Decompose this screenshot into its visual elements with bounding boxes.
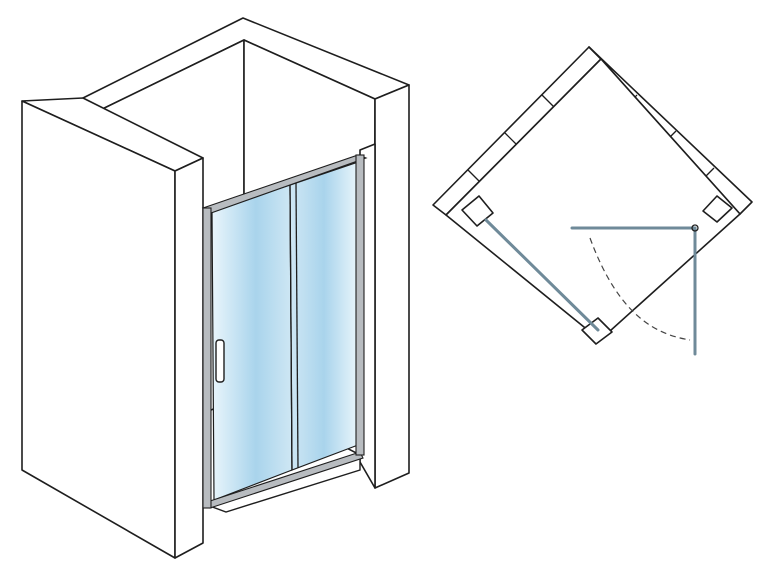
right-wall-face bbox=[374, 84, 410, 489]
left-wall-front-face bbox=[21, 100, 176, 559]
plan-view bbox=[432, 46, 753, 356]
left-wall-side-face bbox=[174, 157, 204, 559]
left-profile bbox=[202, 207, 212, 509]
door-handle-icon[interactable] bbox=[215, 339, 225, 383]
plan-floor bbox=[445, 58, 741, 341]
plan-swing-arc bbox=[589, 237, 691, 341]
hinge-icon bbox=[691, 224, 699, 232]
plan-profile-left bbox=[461, 195, 494, 227]
right-profile bbox=[355, 154, 365, 456]
plan-profile-right bbox=[702, 195, 733, 223]
glass-panel-right bbox=[289, 161, 359, 471]
panel-overlap-line bbox=[289, 184, 293, 471]
perspective-view bbox=[21, 17, 410, 559]
plan-fixed-panel bbox=[484, 218, 600, 332]
panel-overlap-line-2 bbox=[295, 182, 299, 469]
